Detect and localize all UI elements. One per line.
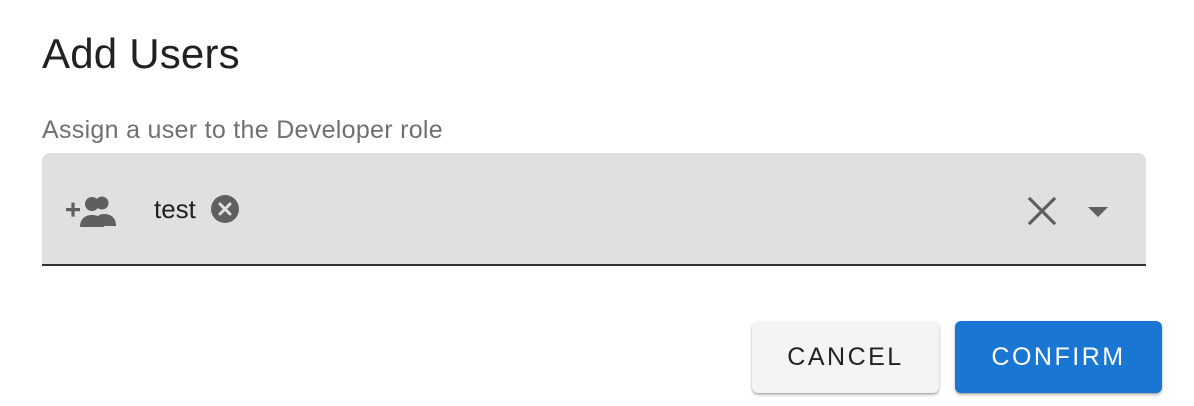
group-add-icon	[66, 196, 116, 227]
cancel-circle-icon[interactable]	[210, 194, 240, 224]
arrow-drop-down-icon[interactable]	[1082, 198, 1114, 224]
cancel-button[interactable]: CANCEL	[752, 321, 939, 393]
field-helper-text: Assign a user to the Developer role	[42, 116, 443, 144]
dialog-title: Add Users	[42, 30, 240, 77]
confirm-button[interactable]: CONFIRM	[955, 321, 1162, 393]
chip-label: test	[154, 193, 196, 224]
selected-user-chip: test	[140, 186, 240, 232]
close-icon[interactable]	[1024, 193, 1060, 229]
